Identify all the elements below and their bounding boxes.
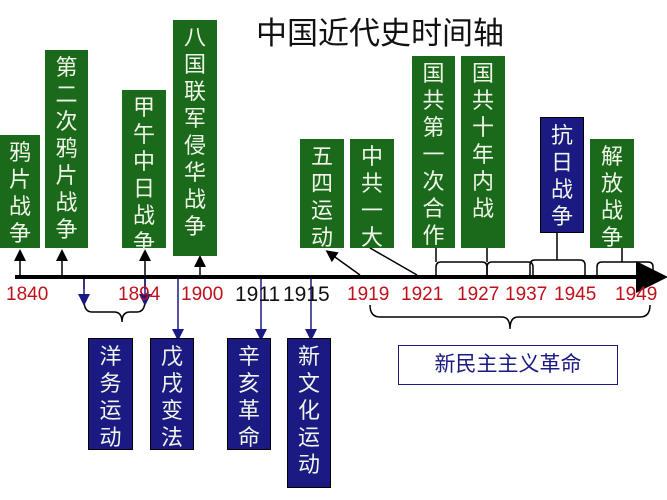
event-label: 戊戌变法 bbox=[160, 345, 183, 451]
event-anti-japanese-war: 抗日战争 bbox=[540, 117, 584, 233]
event-label: 八国联军侵华战争 bbox=[183, 26, 206, 240]
event-second-opium-war: 第二次鸦片战争 bbox=[45, 50, 88, 248]
year-label: 1949 bbox=[615, 284, 658, 305]
year-label: 1919 bbox=[347, 284, 390, 305]
event-label: 鸦片战争 bbox=[8, 141, 31, 247]
event-label: 国共十年内战 bbox=[471, 62, 494, 222]
event-first-cpc-congress: 中共一大 bbox=[350, 139, 394, 251]
year-label: 1945 bbox=[554, 284, 597, 305]
year-label: 1840 bbox=[6, 284, 49, 305]
event-may-fourth: 五四运动 bbox=[300, 139, 344, 251]
event-xinhai-revolution: 辛亥革命 bbox=[227, 338, 271, 451]
event-label: 国共第一次合作 bbox=[422, 62, 445, 249]
year-label: 1921 bbox=[401, 284, 444, 305]
event-self-strengthening: 洋务运动 bbox=[88, 338, 133, 451]
event-ten-year-civil-war: 国共十年内战 bbox=[461, 56, 505, 248]
event-label: 抗日战争 bbox=[550, 124, 573, 230]
year-label: 1911 bbox=[235, 283, 281, 306]
event-label: 辛亥革命 bbox=[237, 345, 260, 451]
event-label: 五四运动 bbox=[310, 145, 333, 251]
event-hundred-days-reform: 戊戌变法 bbox=[150, 338, 194, 451]
event-first-united-front: 国共第一次合作 bbox=[412, 56, 455, 249]
event-eight-nation-alliance: 八国联军侵华战争 bbox=[173, 20, 217, 256]
period-label-new-democratic-revolution: 新民主主义革命 bbox=[398, 345, 618, 385]
event-label: 解放战争 bbox=[600, 145, 623, 251]
event-label: 新文化运动 bbox=[297, 345, 320, 478]
event-label: 甲午中日战争 bbox=[132, 96, 155, 256]
event-sino-japanese-war: 甲午中日战争 bbox=[122, 90, 166, 256]
event-opium-war: 鸦片战争 bbox=[0, 135, 40, 248]
year-label: 1915 bbox=[283, 283, 330, 306]
event-label: 第二次鸦片战争 bbox=[55, 56, 78, 243]
page-title: 中国近代史时间轴 bbox=[256, 16, 504, 52]
year-label: 1927 bbox=[457, 284, 500, 305]
event-label: 中共一大 bbox=[360, 145, 383, 251]
year-label: 1937 bbox=[505, 284, 548, 305]
event-label: 洋务运动 bbox=[99, 345, 122, 451]
year-label: 1900 bbox=[181, 284, 224, 305]
year-label: 1894 bbox=[118, 284, 161, 305]
event-liberation-war: 解放战争 bbox=[590, 139, 634, 251]
event-new-culture-movement: 新文化运动 bbox=[287, 338, 331, 488]
